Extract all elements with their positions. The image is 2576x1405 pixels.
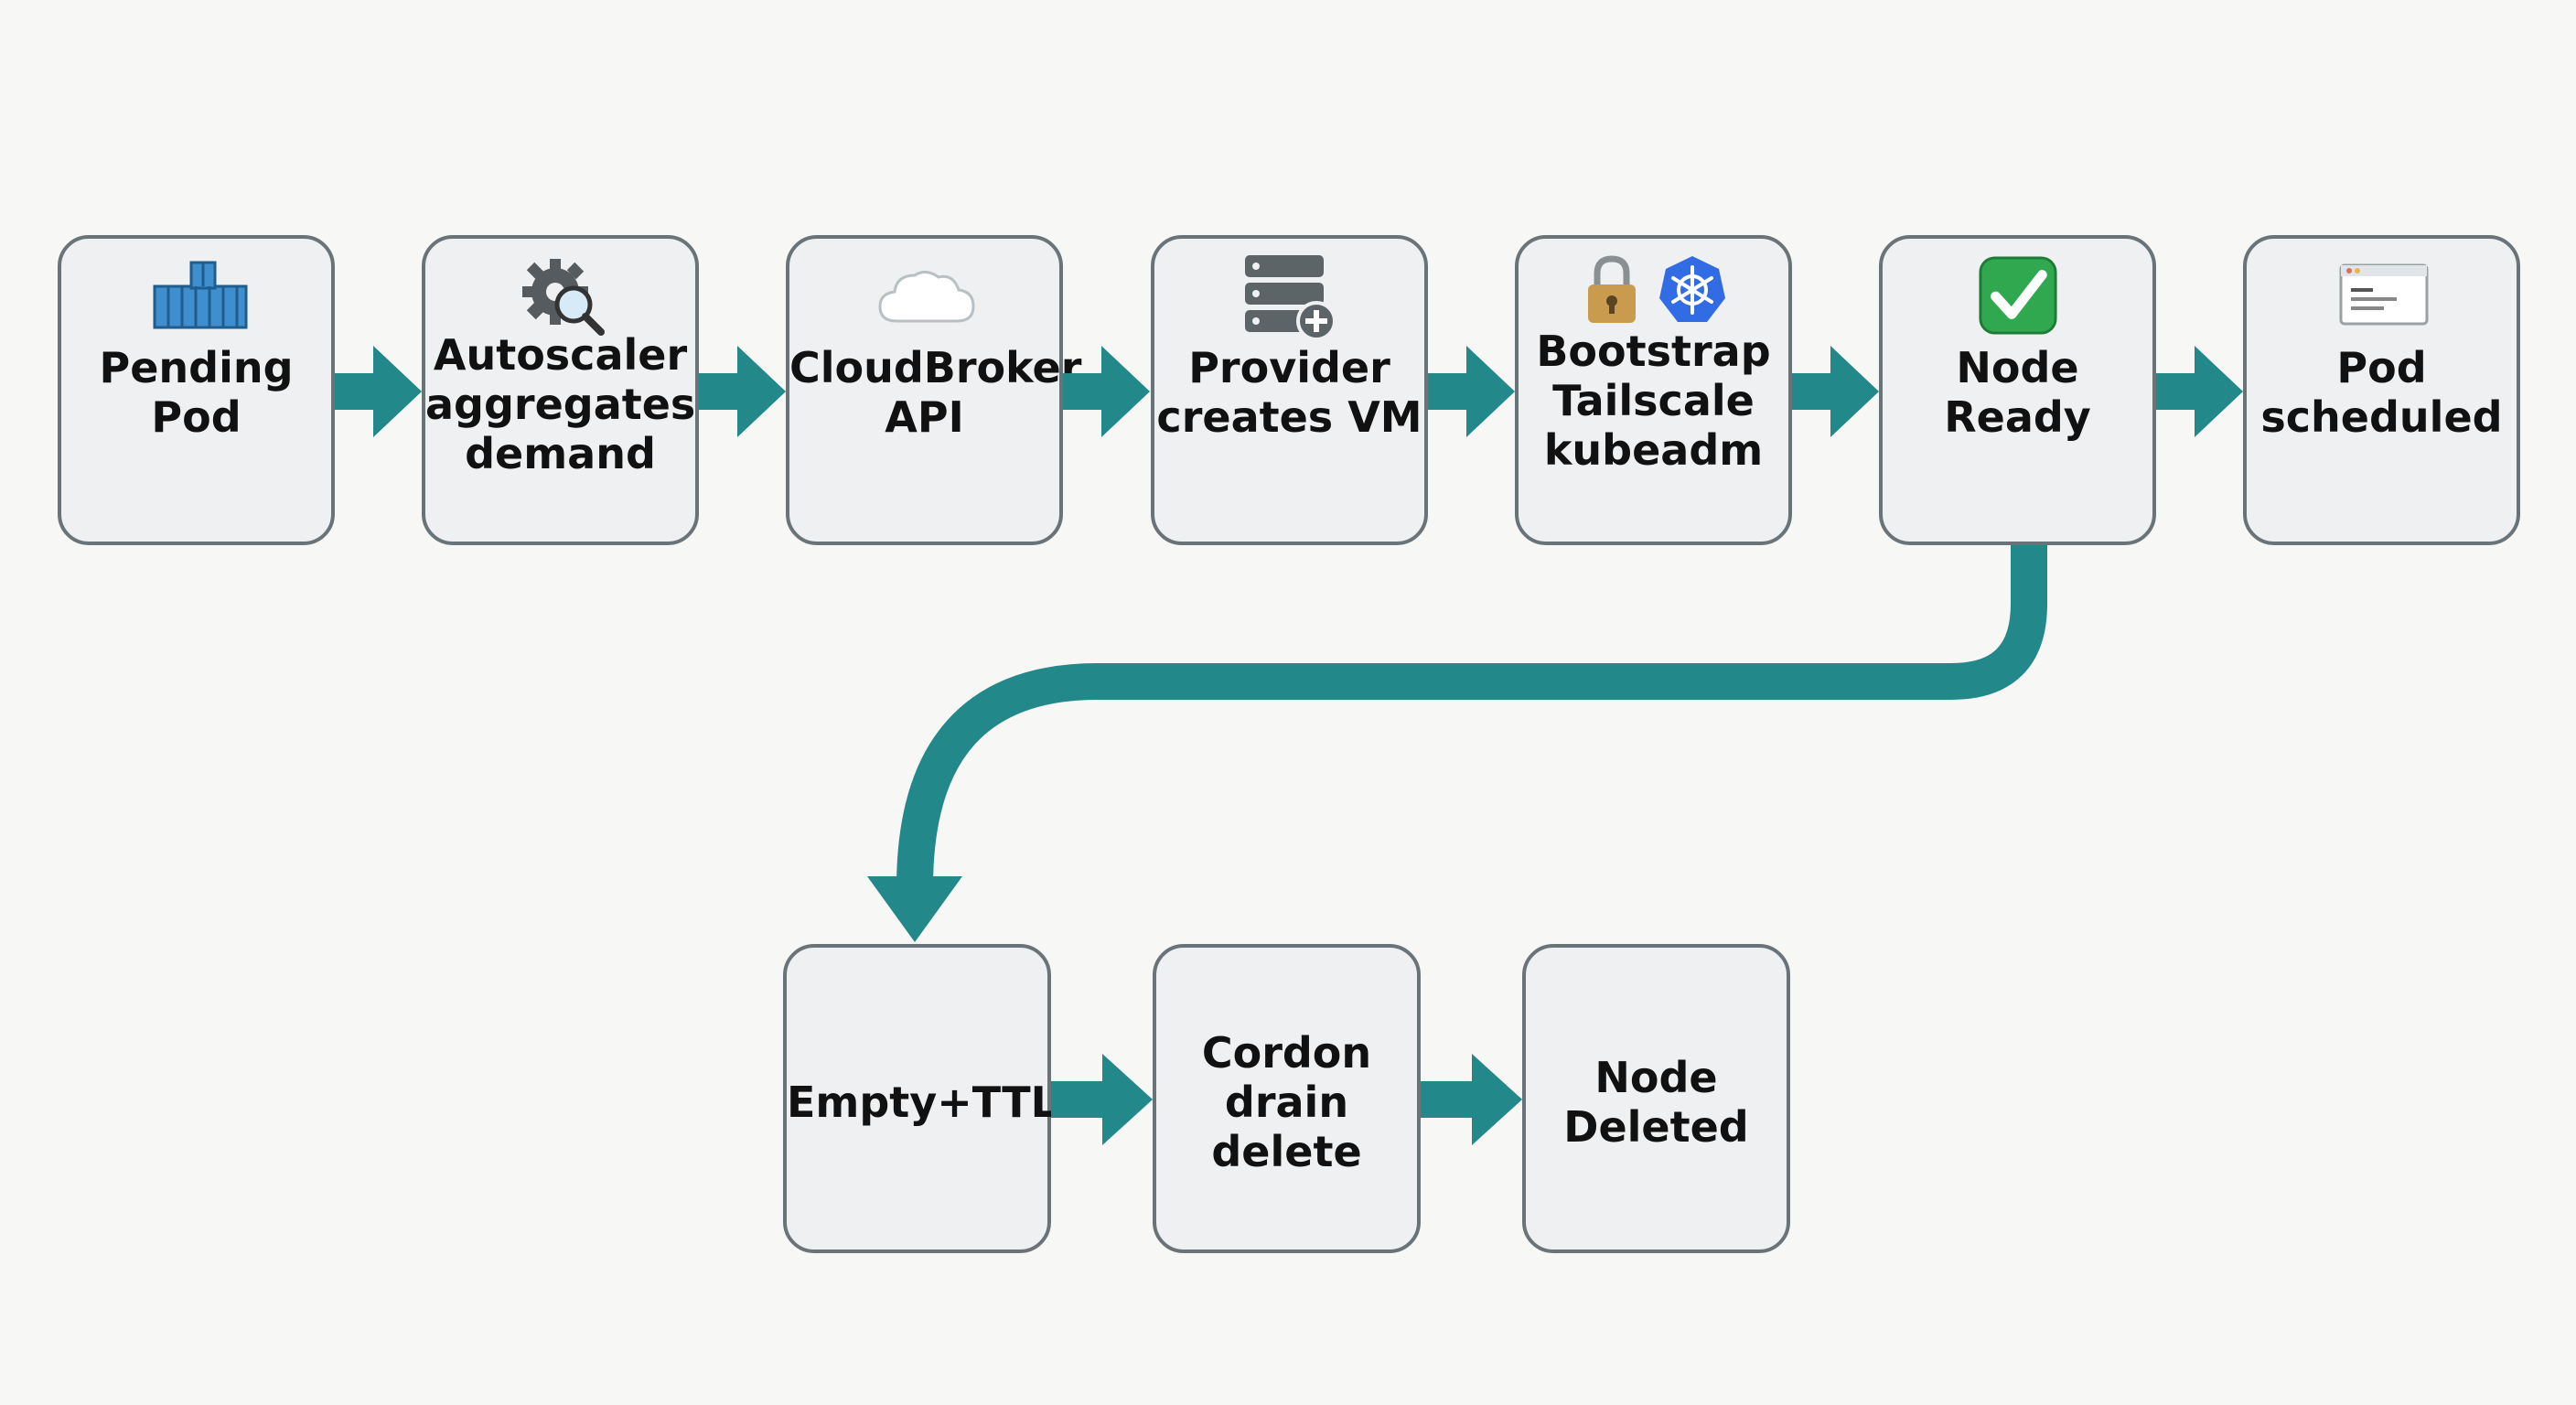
- box-label: Empty+TTL: [787, 1078, 1057, 1127]
- label-line: Ready: [1944, 392, 2091, 442]
- connector-arrowhead: [867, 876, 962, 942]
- label-line: CloudBroker: [789, 343, 1082, 392]
- label-line: creates VM: [1156, 392, 1422, 442]
- label-line: drain: [1224, 1078, 1349, 1127]
- label-line: Pending: [99, 343, 294, 392]
- box-label: Pod scheduled: [2247, 343, 2517, 442]
- label-line: API: [885, 392, 964, 442]
- label-line: aggregates: [425, 380, 696, 429]
- lock-icon: [1588, 255, 1636, 323]
- arrow-right: [1792, 346, 1879, 437]
- label-line: Pod: [151, 392, 242, 442]
- connector-path: [896, 544, 2047, 888]
- box-label: Provider creates VM: [1154, 343, 1424, 442]
- box-label: CloudBroker API: [789, 343, 1082, 442]
- box-label: Node Ready: [1883, 343, 2152, 442]
- box-label: Bootstrap Tailscale kubeadm: [1519, 327, 1788, 475]
- label-line: Node: [1594, 1053, 1718, 1102]
- arrow-right: [1063, 346, 1150, 437]
- arrow-right: [1421, 1054, 1522, 1145]
- terminal-window-icon: [2339, 263, 2429, 326]
- arrow-right: [1051, 1054, 1153, 1145]
- box-autoscaler: Autoscaler aggregates demand: [422, 235, 699, 545]
- box-label: Node Deleted: [1526, 1053, 1787, 1152]
- label-line: kubeadm: [1543, 425, 1764, 475]
- checkmark-icon: [1979, 256, 2057, 335]
- box-pod-scheduled: Pod scheduled: [2243, 235, 2520, 545]
- arrow-right: [1428, 346, 1515, 437]
- server-add-icon: [1245, 255, 1336, 341]
- arrow-right: [699, 346, 786, 437]
- box-label: Pending Pod: [61, 343, 331, 442]
- label-line: Deleted: [1563, 1102, 1749, 1152]
- label-line: Provider: [1188, 343, 1390, 392]
- box-label: Cordon drain delete: [1156, 1028, 1417, 1176]
- arrow-right: [2156, 346, 2243, 437]
- label-line: Node: [1956, 343, 2079, 392]
- label-line: Tailscale: [1552, 376, 1755, 425]
- box-cloudbroker: CloudBroker API: [786, 235, 1082, 545]
- cloud-icon: [878, 271, 975, 323]
- label-line: scheduled: [2260, 392, 2503, 442]
- label-line: Cordon: [1201, 1028, 1372, 1078]
- label-line: demand: [465, 429, 656, 478]
- label-line: Bootstrap: [1536, 327, 1771, 376]
- gear-search-icon: [522, 259, 605, 336]
- label-line: Empty+TTL: [787, 1078, 1057, 1127]
- container-icon: [153, 261, 248, 329]
- box-node-deleted: Node Deleted: [1522, 944, 1790, 1253]
- arrow-right: [335, 346, 422, 437]
- label-line: Autoscaler: [433, 330, 688, 380]
- box-node-ready: Node Ready: [1879, 235, 2156, 545]
- label-line: Pod: [2336, 343, 2427, 392]
- box-bootstrap: Bootstrap Tailscale kubeadm: [1515, 235, 1792, 545]
- label-line: delete: [1211, 1127, 1362, 1176]
- box-pending-pod: Pending Pod: [58, 235, 335, 545]
- kubernetes-icon: [1659, 256, 1725, 322]
- box-label: Autoscaler aggregates demand: [425, 330, 695, 478]
- box-empty-ttl: Empty+TTL: [783, 944, 1057, 1253]
- box-provider: Provider creates VM: [1151, 235, 1428, 545]
- box-cordon: Cordon drain delete: [1153, 944, 1421, 1253]
